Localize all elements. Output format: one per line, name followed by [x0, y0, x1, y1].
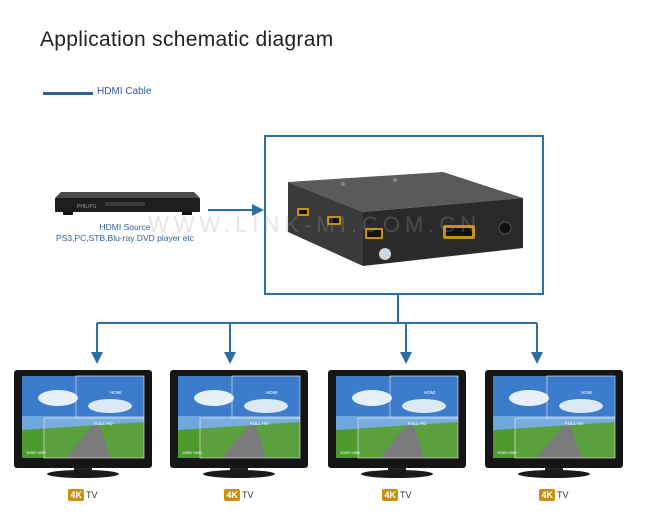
hdmi-port-out-1 [297, 208, 309, 216]
badge-4k: 4K [539, 488, 555, 501]
screen-label-resolution: 1080i 1080 [26, 450, 47, 455]
page-title: Application schematic diagram [40, 28, 334, 51]
legend-line-hdmi [43, 92, 93, 95]
hdmi-splitter-device [283, 170, 528, 275]
tv-display-3: HDMI FULL HD 1080i 1080 [328, 368, 466, 480]
badge-tv-label: TV [242, 489, 254, 500]
screen-label-hdmi: HDMI [266, 390, 278, 395]
legend-label-hdmi: HDMI Cable [97, 86, 152, 97]
badge-4k: 4K [382, 488, 398, 501]
hdmi-port-out-3 [365, 228, 383, 239]
hdmi-port-in [443, 225, 475, 239]
hdmi-port-out-2 [327, 216, 341, 225]
badge-tv-label: TV [557, 489, 569, 500]
screen-label-resolution: 1080i 1080 [182, 450, 203, 455]
tv-display-2: HDMI FULL HD 1080i 1080 [170, 368, 308, 480]
hdmi-source-player: PHILIPS [55, 188, 200, 223]
badge-4k: 4K [224, 488, 240, 501]
badge-tv-label: TV [400, 489, 412, 500]
screen-label-hdmi: HDMI [110, 390, 122, 395]
screen-label-full-hd: FULL HD [565, 421, 584, 426]
screen-label-full-hd: FULL HD [250, 421, 269, 426]
tv-display-4: HDMI FULL HD 1080i 1080 [485, 368, 623, 480]
badge-4k: 4K [68, 488, 84, 501]
screen-label-resolution: 1080i 1080 [497, 450, 518, 455]
tv-display-1: HDMI FULL HD 1080i 1080 [14, 368, 152, 480]
hdmi-source-label: HDMI Source PS3,PC,STB,Blu-ray DVD playe… [40, 222, 210, 244]
screen-label-hdmi: HDMI [424, 390, 436, 395]
badge-tv-label: TV [86, 489, 98, 500]
power-jack-icon [498, 221, 512, 235]
screen-label-hdmi: HDMI [581, 390, 593, 395]
source-label-line2: PS3,PC,STB,Blu-ray DVD player etc [56, 233, 194, 243]
splitter-frame [264, 135, 544, 295]
screen-label-full-hd: FULL HD [408, 421, 427, 426]
status-led-icon [379, 248, 391, 260]
watermark: WWW.LINK-MI.COM.CN [148, 212, 482, 237]
player-brand: PHILIPS [77, 204, 97, 210]
screen-label-full-hd: FULL HD [94, 421, 113, 426]
source-label-line1: HDMI Source [99, 222, 151, 232]
screen-label-resolution: 1080i 1080 [340, 450, 361, 455]
